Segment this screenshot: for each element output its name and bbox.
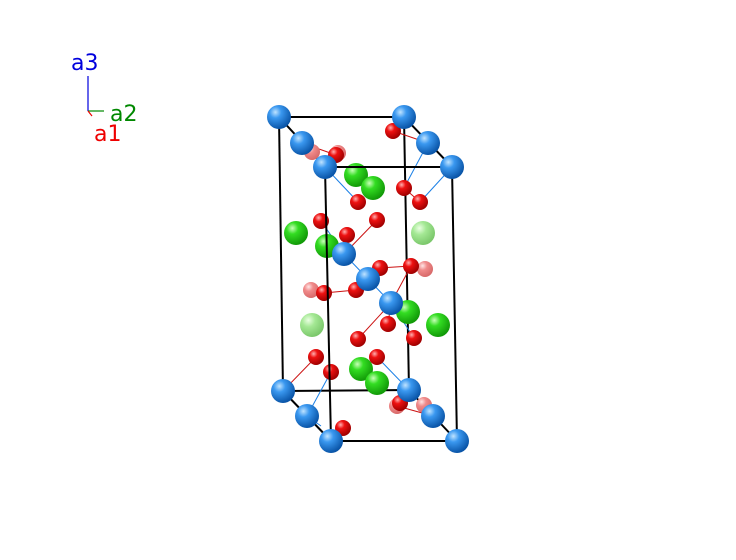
- green-atom: [284, 221, 308, 245]
- green-atom: [349, 357, 373, 381]
- oxygen-atom: [313, 213, 329, 229]
- blue-atoms-inner: [290, 131, 445, 428]
- unit-cell-front-edges: [324, 166, 458, 442]
- oxygen-atom: [369, 212, 385, 228]
- axis-indicator: a3 a2 a1: [71, 51, 137, 147]
- oxygen-atom: [335, 420, 351, 436]
- oxygen-atom: [412, 194, 428, 210]
- blue-atom: [356, 267, 380, 291]
- a1-axis-label: a1: [94, 122, 121, 147]
- green-atom: [300, 313, 324, 337]
- blue-atom: [332, 242, 356, 266]
- blue-atom: [271, 379, 295, 403]
- green-atom: [365, 371, 389, 395]
- green-atom: [411, 221, 435, 245]
- oxygen-atom: [339, 227, 355, 243]
- oxygen-atom: [396, 180, 412, 196]
- blue-atom: [440, 155, 464, 179]
- blue-atom: [267, 105, 291, 129]
- oxygen-atom: [303, 282, 319, 298]
- green-atoms: [284, 163, 450, 395]
- oxygen-atom: [350, 194, 366, 210]
- blue-atom: [319, 429, 343, 453]
- blue-atom: [379, 291, 403, 315]
- oxygen-atom: [380, 316, 396, 332]
- blue-atom: [313, 155, 337, 179]
- oxygen-atom: [406, 330, 422, 346]
- blue-atom: [295, 404, 319, 428]
- oxygen-atom: [417, 261, 433, 277]
- green-atom: [361, 176, 385, 200]
- blue-atoms-corners: [267, 105, 469, 453]
- oxygen-atom: [316, 285, 332, 301]
- blue-atom: [445, 429, 469, 453]
- oxygen-atom: [385, 123, 401, 139]
- blue-atom: [416, 131, 440, 155]
- blue-atom: [421, 404, 445, 428]
- oxygen-atom: [369, 349, 385, 365]
- oxygen-atom: [403, 258, 419, 274]
- green-atom: [344, 163, 368, 187]
- blue-atom: [397, 378, 421, 402]
- oxygen-atom: [350, 331, 366, 347]
- a2-axis-label: a2: [110, 102, 137, 127]
- oxygen-atom: [323, 364, 339, 380]
- a1-axis-line: [87, 110, 93, 117]
- blue-atom: [290, 131, 314, 155]
- green-atom: [426, 313, 450, 337]
- blue-atom: [392, 105, 416, 129]
- a3-axis-label: a3: [71, 51, 98, 76]
- oxygen-atom: [308, 349, 324, 365]
